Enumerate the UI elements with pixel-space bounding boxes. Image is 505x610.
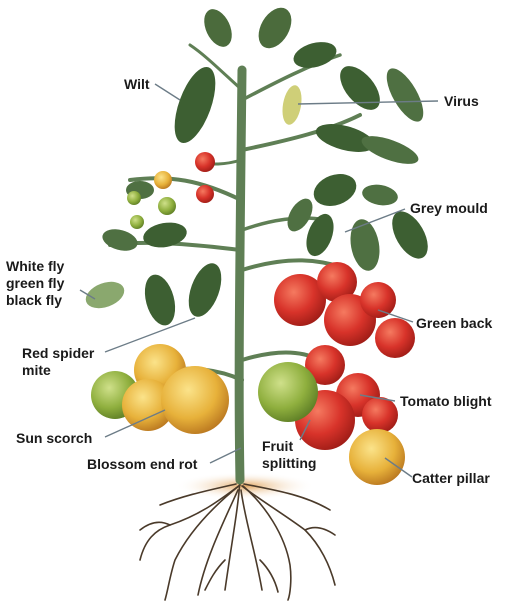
label-catter-pillar: Catter pillar: [412, 470, 490, 487]
label-red-spider-mite: Red spider mite: [22, 345, 94, 379]
label-wilt: Wilt: [124, 76, 150, 93]
foliage: [82, 2, 435, 329]
label-white-green-black-fly: White fly green fly black fly: [6, 258, 64, 309]
label-green-back: Green back: [416, 315, 492, 332]
label-fruit-splitting: Fruit splitting: [262, 438, 316, 472]
roots: [140, 480, 335, 600]
label-blossom-end-rot: Blossom end rot: [87, 456, 197, 473]
label-sun-scorch: Sun scorch: [16, 430, 92, 447]
tomatoes: [91, 152, 415, 485]
label-tomato-blight: Tomato blight: [400, 393, 492, 410]
label-grey-mould: Grey mould: [410, 200, 488, 217]
soil-patch: [175, 472, 315, 500]
label-virus: Virus: [444, 93, 479, 110]
